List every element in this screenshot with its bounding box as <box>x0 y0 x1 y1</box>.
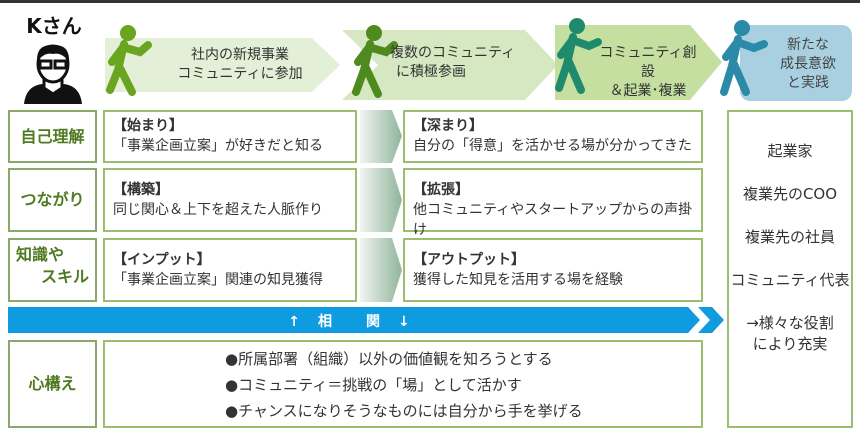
stage-4-line: と実践 <box>787 75 829 91</box>
stage-3-line: コミュニティ創設 <box>599 45 697 80</box>
before-box: 【始まり】「事業企画立案」が好きだと知る <box>103 110 357 163</box>
row-label-text: スキル <box>40 267 89 286</box>
before-heading: 【インプット】 <box>113 252 211 268</box>
result-item: 複業先のCOO <box>742 185 838 203</box>
walking-figure-icon <box>720 20 768 96</box>
mindset-box: ●所属部署（組織）以外の価値観を知ろうとする ●コミュニティ＝挑戦の「場」として… <box>103 340 703 428</box>
row-label-text: 自己理解 <box>20 126 85 146</box>
stage-4-line: 成長意欲 <box>780 56 836 72</box>
row-label-text: つながり <box>20 190 85 209</box>
row-label-knowledge: 知識やスキル <box>8 238 97 302</box>
mindset-item: ●チャンスになりそうなものには自分から手を挙げる <box>225 402 583 420</box>
after-text: 他コミュニティやスタートアップからの声掛け <box>413 202 693 238</box>
chevron-icon <box>360 238 402 302</box>
walking-figure-icon <box>352 25 398 98</box>
after-heading: 【深まり】 <box>413 118 483 134</box>
stage-3-line: ＆起業･複業 <box>609 83 687 99</box>
before-text: 「事業企画立案」関連の知見獲得 <box>113 272 323 288</box>
row-label-text: 知識や <box>16 245 65 264</box>
stage-1: 社内の新規事業コミュニティに参加 <box>150 46 330 86</box>
stage-2-line: に積極参画 <box>396 64 466 80</box>
before-text: 「事業企画立案」が好きだと知る <box>113 138 323 154</box>
after-box: 【アウトプット】獲得した知見を活用する場を経験 <box>403 238 703 302</box>
top-border <box>0 0 860 3</box>
stage-1-line: コミュニティに参加 <box>177 66 303 82</box>
after-box: 【深まり】自分の「得意」を活かせる場が分かってきた <box>403 110 703 163</box>
stage-1-line: 社内の新規事業 <box>191 47 289 63</box>
person-avatar-icon <box>24 44 82 104</box>
progress-chevrons <box>360 110 402 302</box>
person-name: Kさん <box>26 14 82 38</box>
mindset-label-text: 心構え <box>28 374 77 393</box>
correlation-label: ↑ 相 関 ↓ <box>288 314 412 330</box>
result-item: により充実 <box>752 335 828 353</box>
result-item: →様々な役割 <box>746 314 834 332</box>
stage-arrows <box>105 18 852 101</box>
walking-figure-icon <box>555 18 602 94</box>
row-label-connections: つながり <box>8 168 97 232</box>
result-item: コミュニティ代表 <box>730 271 850 289</box>
mindset-label: 心構え <box>8 340 97 428</box>
before-box: 【構築】同じ関心＆上下を超えた人脈作り <box>103 168 357 232</box>
correlation-bar <box>8 307 724 333</box>
after-text: 自分の「得意」を活かせる場が分かってきた <box>413 138 692 154</box>
result-item: 複業先の社員 <box>744 228 835 246</box>
row-label-self-understanding: 自己理解 <box>8 110 97 163</box>
after-box: 【拡張】他コミュニティやスタートアップからの声掛け <box>403 168 703 238</box>
after-text: 獲得した知見を活用する場を経験 <box>413 272 623 288</box>
before-heading: 【構築】 <box>113 182 169 198</box>
mindset-item: ●コミュニティ＝挑戦の「場」として活かす <box>225 376 522 394</box>
walking-figure-icon <box>106 25 152 96</box>
result-item: 起業家 <box>767 142 813 160</box>
after-heading: 【拡張】 <box>413 182 469 198</box>
stage-1-arrow <box>105 38 340 92</box>
results-box: 起業家 複業先のCOO 複業先の社員 コミュニティ代表 →様々な役割 により充実 <box>727 110 853 428</box>
before-box: 【インプット】「事業企画立案」関連の知見獲得 <box>103 238 357 302</box>
stage-2-line: 複数のコミュニティ <box>390 45 516 61</box>
before-heading: 【始まり】 <box>113 118 183 134</box>
mindset-item: ●所属部署（組織）以外の価値観を知ろうとする <box>225 350 553 368</box>
after-heading: 【アウトプット】 <box>413 252 525 268</box>
before-text: 同じ関心＆上下を超えた人脈作り <box>113 202 323 218</box>
stage-4-line: 新たな <box>787 37 829 53</box>
chevron-icon <box>360 110 402 163</box>
chevron-icon <box>360 168 402 232</box>
